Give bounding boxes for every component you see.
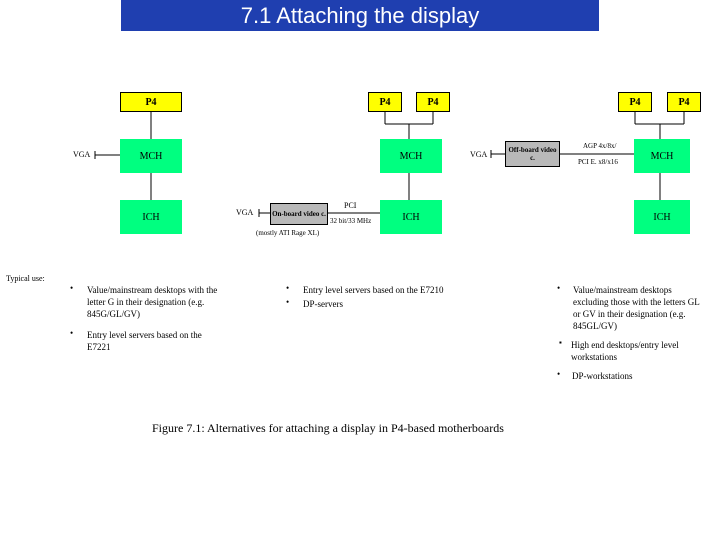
bullet-dot: • bbox=[557, 283, 561, 293]
typical-use-label: Typical use: bbox=[6, 274, 45, 283]
bullet-square: ▪ bbox=[559, 338, 562, 347]
left-ich-box: ICH bbox=[120, 200, 182, 234]
left-p4-box: P4 bbox=[120, 92, 182, 112]
use-right-3: DP-workstations bbox=[572, 371, 633, 381]
use-middle-2: DP-servers bbox=[303, 299, 343, 309]
pci-label: PCI bbox=[344, 201, 357, 210]
right-vga-label: VGA bbox=[470, 150, 488, 159]
right-p4-box-1: P4 bbox=[618, 92, 652, 112]
onboard-video-note: (mostly ATI Rage XL) bbox=[256, 229, 320, 237]
left-vga-label: VGA bbox=[73, 150, 91, 159]
left-mch-box: MCH bbox=[120, 139, 182, 173]
bullet-dot: • bbox=[286, 283, 290, 293]
middle-p4-box-2: P4 bbox=[416, 92, 450, 112]
bullet-dot: • bbox=[70, 283, 74, 293]
middle-mch-box: MCH bbox=[380, 139, 442, 173]
offboard-video-controller: Off-board video c. bbox=[505, 141, 560, 167]
bullet-dot: • bbox=[286, 297, 290, 307]
bullet-dot: • bbox=[557, 369, 561, 379]
pcie-label: PCI E. x8/x16 bbox=[578, 158, 618, 166]
use-left-1: Value/mainstream desktops with the lette… bbox=[87, 285, 218, 319]
onboard-video-controller: On-board video c. bbox=[270, 203, 328, 225]
slide-title: 7.1 Attaching the display bbox=[121, 0, 599, 31]
use-middle-1: Entry level servers based on the E7210 bbox=[303, 285, 444, 295]
right-p4-box-2: P4 bbox=[667, 92, 701, 112]
figure-caption: Figure 7.1: Alternatives for attaching a… bbox=[152, 421, 504, 435]
use-right-2: High end desktops/entry level workstatio… bbox=[571, 340, 679, 362]
right-mch-box: MCH bbox=[634, 139, 690, 173]
bullet-dot: • bbox=[70, 328, 74, 338]
middle-p4-box-1: P4 bbox=[368, 92, 402, 112]
agp-label: AGP 4x/8x/ bbox=[583, 142, 617, 150]
middle-ich-box: ICH bbox=[380, 200, 442, 234]
use-left-2: Entry level servers based on the E7221 bbox=[87, 330, 202, 352]
middle-vga-label: VGA bbox=[236, 208, 254, 217]
pci-speed-label: 32 bit/33 MHz bbox=[330, 217, 372, 225]
use-right-1: Value/mainstream desktops excluding thos… bbox=[573, 285, 700, 331]
right-ich-box: ICH bbox=[634, 200, 690, 234]
